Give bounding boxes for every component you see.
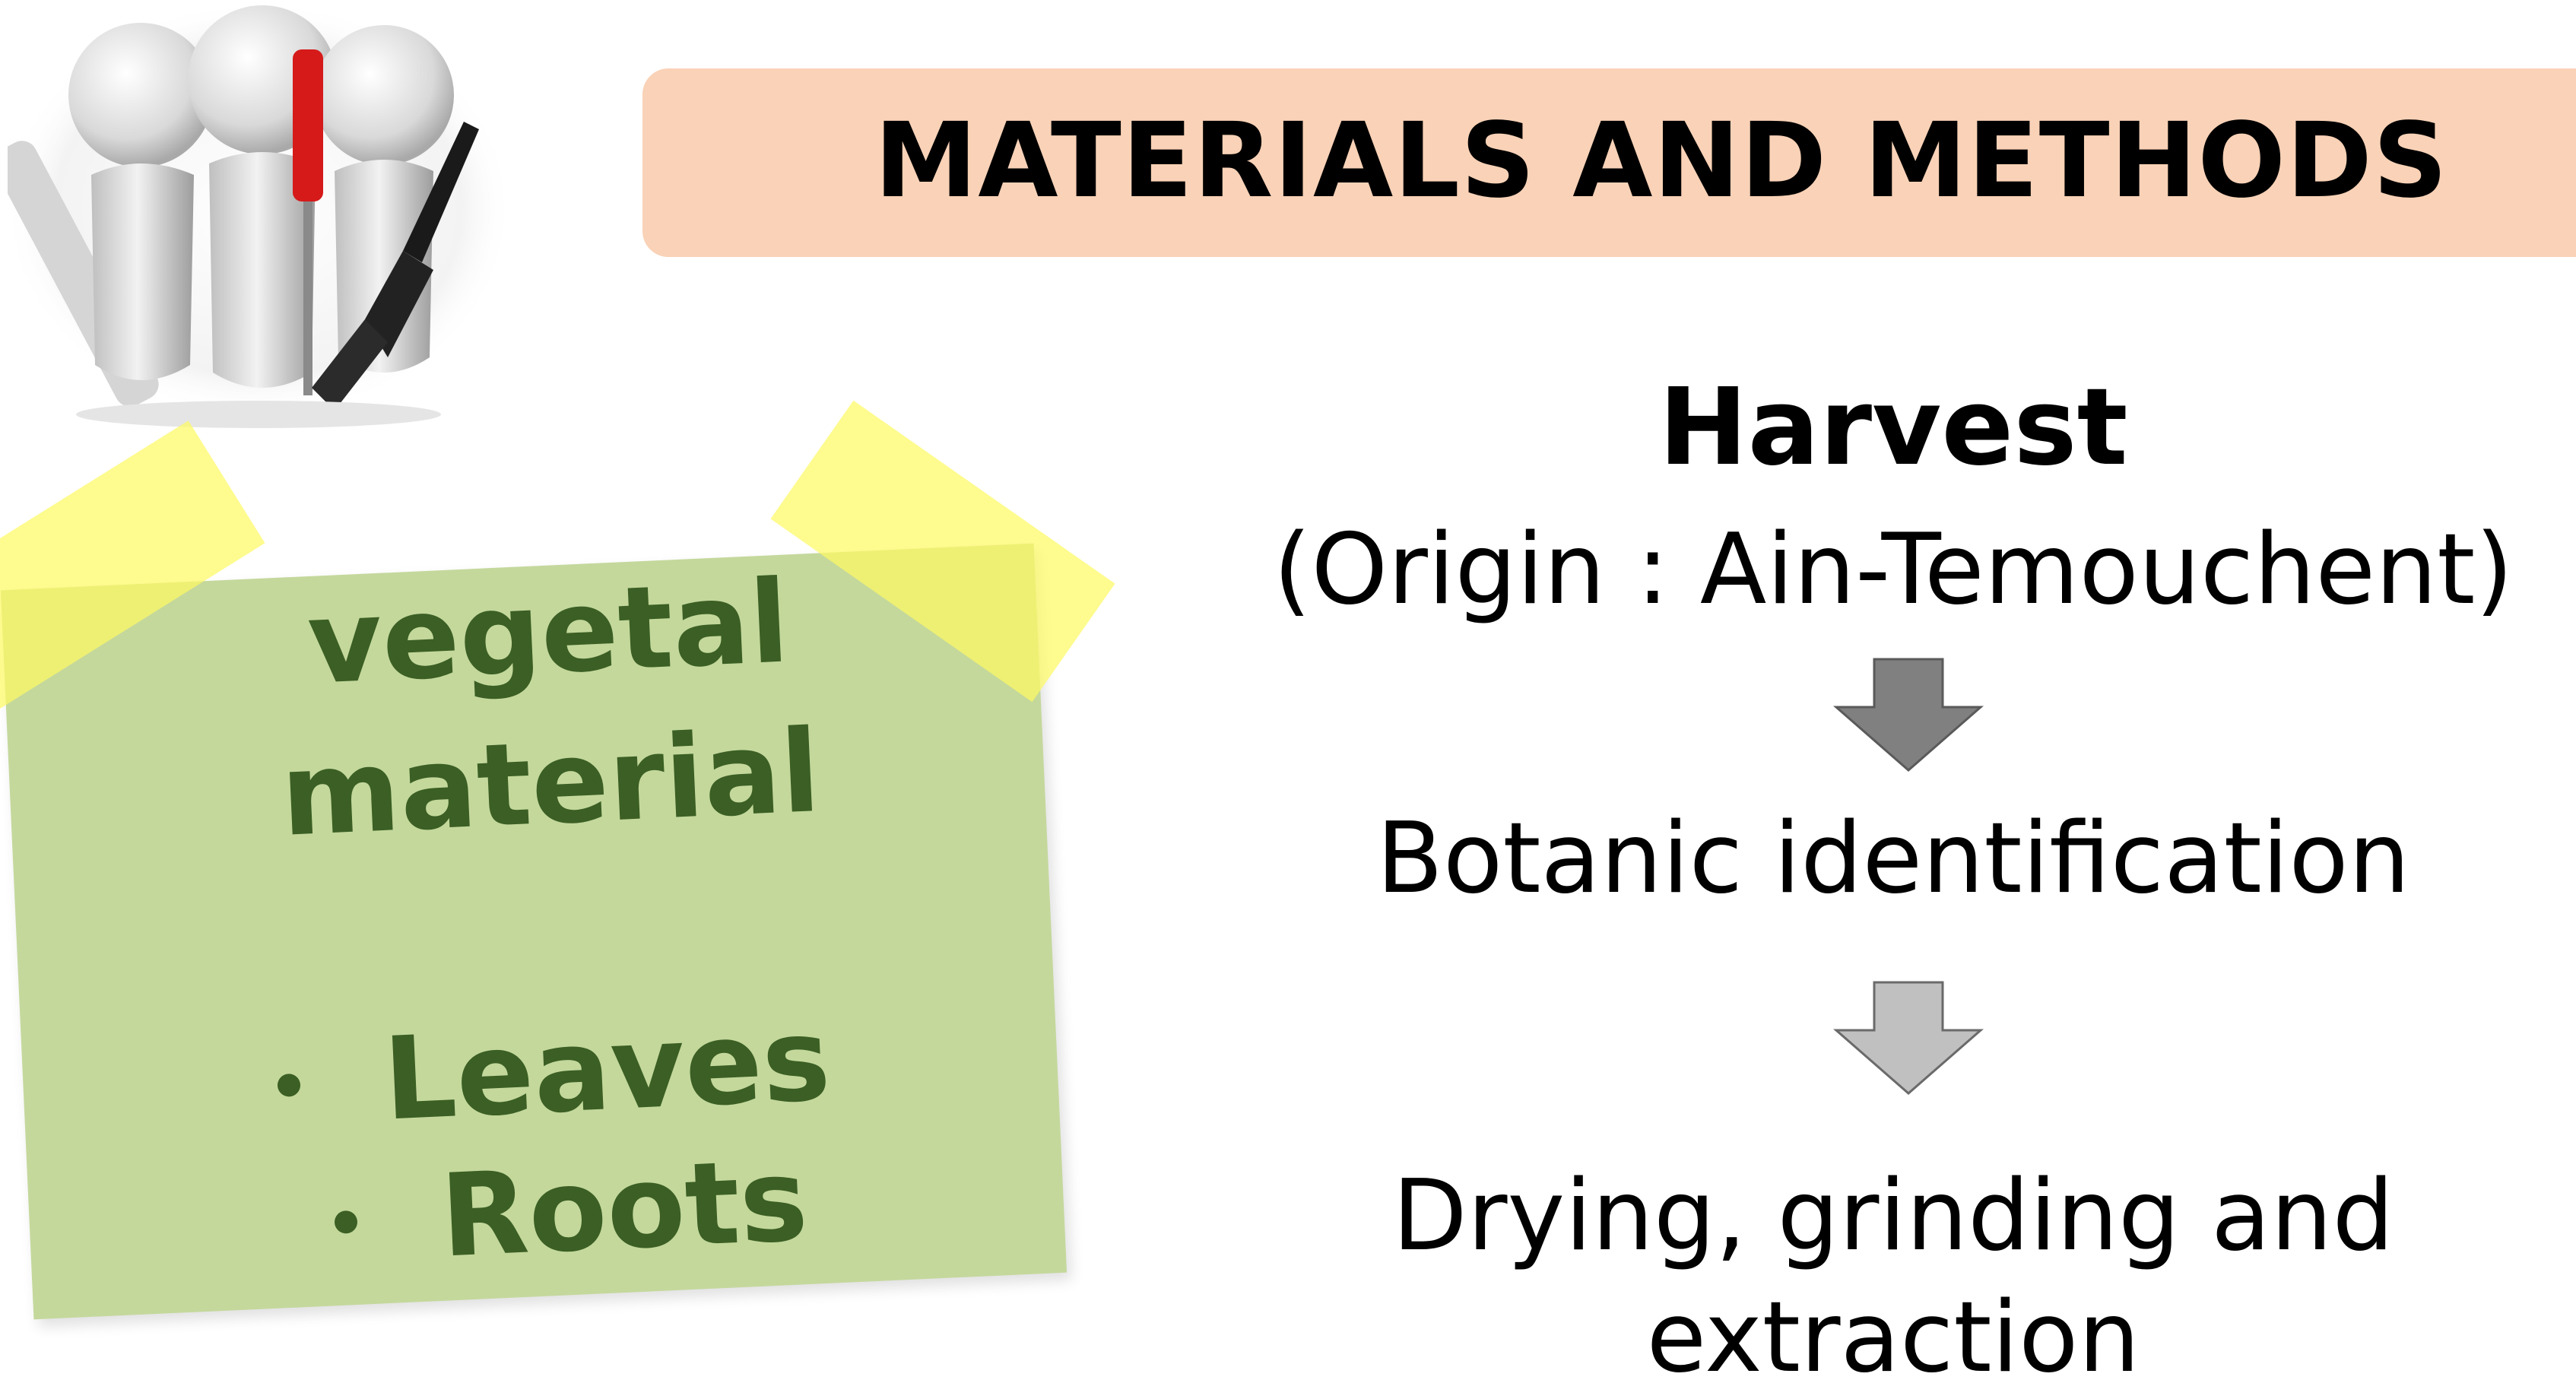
step-drying-line1: Drying, grinding and xyxy=(1392,1159,2394,1273)
harvest-heading: Harvest xyxy=(1658,366,2128,490)
step-drying-line2: extraction xyxy=(1646,1281,2140,1394)
page-title: MATERIALS AND METHODS xyxy=(874,101,2448,221)
title-banner xyxy=(642,68,2576,257)
figures-with-tools-icon xyxy=(8,0,513,428)
note-heading-line1: vegetal xyxy=(305,556,792,710)
step-botanic-identification: Botanic identification xyxy=(1376,802,2410,915)
note-list-item: Leaves xyxy=(274,994,833,1152)
harvest-origin: (Origin : Ain-Temouchent) xyxy=(1273,513,2514,627)
bullet-icon xyxy=(334,1210,358,1234)
note-heading-line2: material xyxy=(278,705,823,862)
note-item-roots: Roots xyxy=(437,1134,811,1283)
down-arrow-icon xyxy=(1833,658,1984,772)
note-item-leaves: Leaves xyxy=(380,994,833,1147)
down-arrow-icon xyxy=(1833,981,1984,1095)
bullet-icon xyxy=(277,1073,301,1097)
note-list-item: Roots xyxy=(332,1134,811,1289)
